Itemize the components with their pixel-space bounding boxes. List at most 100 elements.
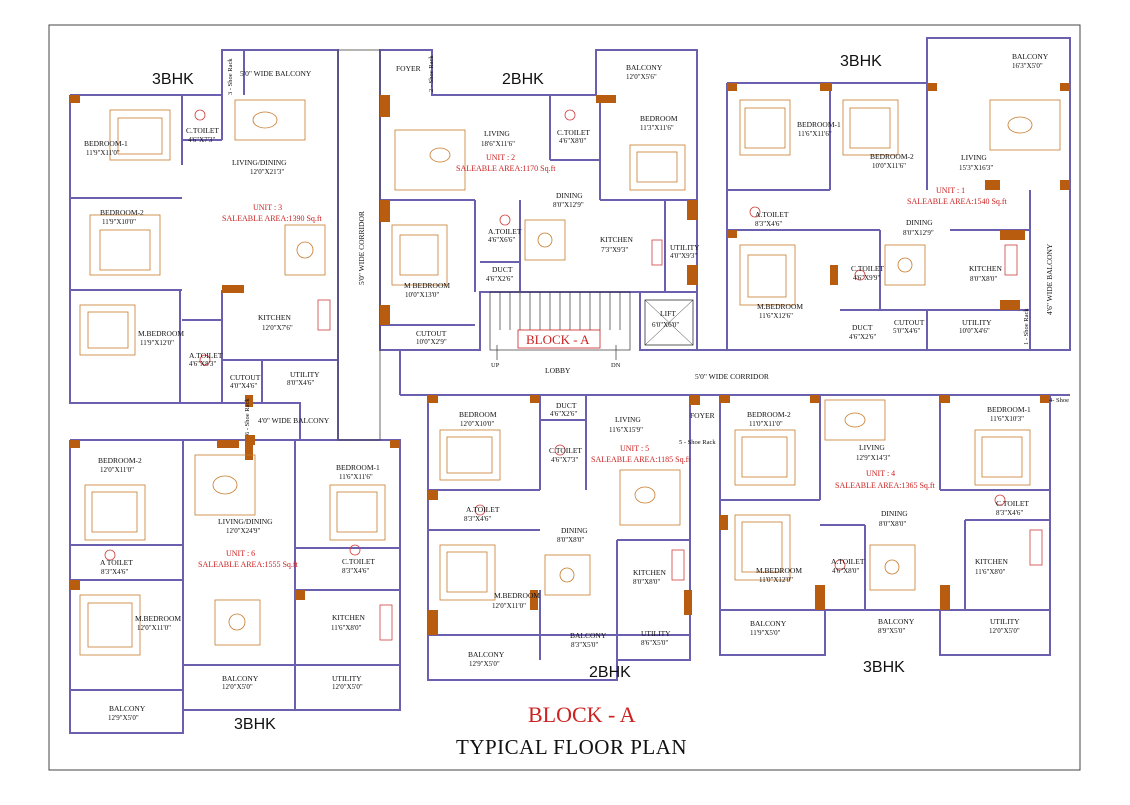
u1-duct-dim: 4'6"X2'6" [849, 333, 876, 341]
horizontal-corridor-label: 5'0" WIDE CORRIDOR [695, 372, 769, 381]
u3-atoilet-dim: 4'6"X8'3" [189, 360, 216, 368]
balcony-mid-label: 4'0" WIDE BALCONY [258, 416, 330, 425]
u4-utility-dim: 12'0"X5'0" [989, 627, 1020, 635]
u5-ctoilet-dim: 4'6"X7'3" [551, 456, 578, 464]
u4-balcony2-dim: 8'9"X5'0" [878, 627, 905, 635]
u5-living-dim: 11'6"X15'9" [609, 426, 643, 434]
u3-utility-dim: 8'0"X4'6" [287, 379, 314, 387]
u1-mbedroom: M.BEDROOM [757, 302, 803, 311]
u3-ctoilet: C.TOILET [186, 126, 219, 135]
u1-duct: DUCT [852, 323, 873, 332]
u2-balcony-dim: 12'0"X5'6" [626, 73, 657, 81]
u6-bedroom2: BEDROOM-2 [98, 456, 142, 465]
u2-kitchen-dim: 7'3"X9'3" [601, 246, 628, 254]
lift-dim: 6'0"X6'0" [652, 321, 679, 329]
u3-living: LIVING/DINING [232, 158, 287, 167]
u6-utility: UTILITY [332, 674, 362, 683]
u2-cutout: CUTOUT [416, 329, 447, 338]
dn-label: DN [611, 362, 621, 369]
u5-dining-dim: 8'0"X8'0" [557, 536, 584, 544]
u2-atoilet-dim: 4'6"X6'6" [488, 236, 515, 244]
u6-unit: UNIT : 6 [226, 549, 255, 558]
u5-balcony2: BALCONY [468, 650, 505, 659]
u2-atoilet: A.TOILET [488, 227, 522, 236]
balcony-top-label: 5'0" WIDE BALCONY [240, 69, 312, 78]
foyer-top-label: FOYER [396, 64, 421, 73]
u5-balcony2-dim: 12'9"X5'0" [469, 660, 500, 668]
u2-dining: DINING [556, 191, 583, 200]
u1-cutout: CUTOUT [894, 318, 925, 327]
u6-ctoilet-dim: 8'3"X4'6" [342, 567, 369, 575]
u6-living: LIVING/DINING [218, 517, 273, 526]
u3-kitchen-dim: 12'0"X7'6" [262, 324, 293, 332]
u5-living: LIVING [615, 415, 641, 424]
u4-ctoilet: C.TOILET [996, 499, 1029, 508]
u2-unit: UNIT : 2 [486, 153, 515, 162]
u4-bedroom1: BEDROOM-1 [987, 405, 1031, 414]
u2-area: SALEABLE AREA:1170 Sq.ft [456, 164, 556, 173]
shoe-rack-6: 6 - Shoe Rack [244, 398, 251, 435]
u2-living: LIVING [484, 129, 510, 138]
u1-atoilet: A.TOILET [755, 210, 789, 219]
u1-bedroom2-dim: 10'0"X11'6" [872, 162, 906, 170]
u6-bedroom1-dim: 11'6"X11'6" [339, 473, 373, 481]
u6-atoilet: A TOILET [100, 558, 133, 567]
u2-mbedroom-dim: 10'0"X13'0" [405, 291, 439, 299]
u2-living-dim: 18'6"X11'6" [481, 140, 515, 148]
u4-atoilet-dim: 4'6"X8'0" [832, 567, 859, 575]
vertical-corridor-label: 5'0" WIDE CORRIDOR [357, 211, 366, 285]
block-badge: BLOCK - A [526, 332, 590, 347]
bhk-heading-top-mid: 2BHK [502, 71, 544, 88]
u1-cutout-dim: 5'0"X4'6" [893, 327, 920, 335]
u3-ctoilet-dim: 4'6"X7'3" [188, 136, 215, 144]
u6-balcony1: BALCONY [222, 674, 259, 683]
u2-cutout-dim: 10'0"X2'9" [416, 338, 447, 346]
bhk-heading-bottom-left: 3BHK [234, 716, 276, 733]
u5-bedroom: BEDROOM [459, 410, 497, 419]
u4-balcony1-dim: 11'9"X5'0" [750, 629, 781, 637]
u6-bedroom1: BEDROOM-1 [336, 463, 380, 472]
u6-mbedroom: M.BEDROOM [135, 614, 181, 623]
u1-atoilet-dim: 8'3"X4'6" [755, 220, 782, 228]
u1-bedroom2: BEDROOM-2 [870, 152, 914, 161]
u6-area: SALEABLE AREA:1555 Sq.ft [198, 560, 299, 569]
u2-duct-dim: 4'6"X2'6" [486, 275, 513, 283]
u1-dining-dim: 8'0"X12'9" [903, 229, 934, 237]
u6-balcony2: BALCONY [109, 704, 146, 713]
u3-mbedroom: M.BEDROOM [138, 329, 184, 338]
u4-living-dim: 12'9"X14'3" [856, 454, 890, 462]
foyer-bottom-label: FOYER [690, 411, 715, 420]
u5-kitchen-dim: 8'0"X8'0" [633, 578, 660, 586]
balcony-right-label: 4'6" WIDE BALCONY [1045, 243, 1054, 315]
lift-shaft [644, 299, 694, 346]
up-label: UP [491, 362, 500, 369]
u1-living: LIVING [961, 153, 987, 162]
u2-bedroom: BEDROOM [640, 114, 678, 123]
u6-utility-dim: 12'0"X5'0" [332, 683, 363, 691]
u5-balcony1: BALCONY [570, 631, 607, 640]
u2-balcony: BALCONY [626, 63, 663, 72]
u5-duct: DUCT [556, 401, 577, 410]
u1-balcony: BALCONY [1012, 52, 1049, 61]
u2-utility-dim: 4'0"X9'3" [670, 252, 697, 260]
u4-mbedroom-dim: 11'0"X12'0" [759, 576, 793, 584]
u5-mbedroom: M.BEDROOM [494, 591, 540, 600]
u2-ctoilet-dim: 4'6"X8'0" [559, 137, 586, 145]
u3-bedroom1: BEDROOM-1 [84, 139, 128, 148]
u1-utility: UTILITY [962, 318, 992, 327]
u2-kitchen: KITCHEN [600, 235, 633, 244]
u4-mbedroom: M.BEDROOM [756, 566, 802, 575]
u3-bedroom1-dim: 11'9"X11'0" [86, 149, 120, 157]
u3-mbedroom-dim: 11'9"X12'0" [140, 339, 174, 347]
furniture [79, 99, 1061, 656]
u1-unit: UNIT : 1 [936, 186, 965, 195]
u5-mbedroom-dim: 12'0"X11'0" [492, 602, 526, 610]
u5-kitchen: KITCHEN [633, 568, 666, 577]
u3-area: SALEABLE AREA:1390 Sq.ft [222, 214, 323, 223]
u4-bedroom2: BEDROOM-2 [747, 410, 791, 419]
u1-bedroom1-dim: 11'6"X11'6" [798, 130, 832, 138]
u3-cutout-dim: 4'0"X4'6" [230, 382, 257, 390]
sanitary-fixtures [104, 109, 1043, 641]
